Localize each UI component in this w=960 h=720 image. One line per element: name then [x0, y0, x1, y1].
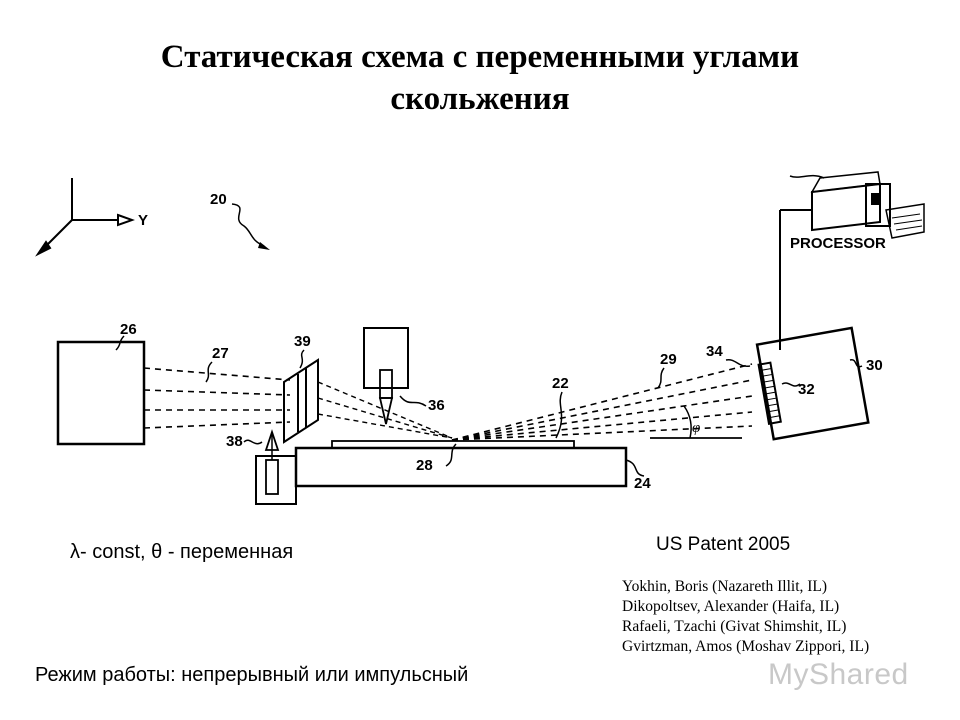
patent-label: US Patent 2005 [656, 534, 791, 555]
angle-phi [650, 405, 742, 439]
label-29: 29 [660, 351, 677, 368]
xrr-setup-diagram: Y 20 26 27 39 38 36 [35, 171, 925, 505]
author-item: Yokhin, Boris (Nazareth Illit, IL) [622, 578, 828, 595]
slide-title-line2: скольжения [390, 81, 570, 117]
slide-title-line1: Статическая схема с переменными углами [160, 39, 800, 75]
label-36: 36 [428, 397, 445, 414]
label-39: 39 [294, 333, 311, 350]
formula-line: λ- const, θ - переменная [70, 541, 293, 564]
beam-to-sample [317, 381, 453, 439]
label-24: 24 [634, 475, 651, 492]
label-28: 28 [416, 457, 433, 474]
processor-computer [789, 171, 925, 239]
stage-24 [294, 446, 628, 488]
processor-label: PROCESSOR [790, 235, 886, 252]
label-38: 38 [226, 433, 243, 450]
label-20: 20 [210, 191, 227, 208]
incident-beam-27 [143, 367, 291, 429]
label-20-leader [231, 203, 265, 247]
label-26: 26 [120, 321, 137, 338]
coordinate-axes: Y [35, 178, 148, 257]
variable-text: - переменная [162, 541, 294, 563]
author-item: Gvirtzman, Amos (Moshav Zippori, IL) [622, 638, 870, 655]
label-32: 32 [798, 381, 815, 398]
label-27: 27 [212, 345, 229, 362]
label-22: 22 [552, 375, 569, 392]
label-34: 34 [706, 343, 723, 360]
author-item: Dikopoltsev, Alexander (Haifa, IL) [622, 598, 840, 615]
author-item: Rafaeli, Tzachi (Givat Shimshit, IL) [622, 618, 847, 635]
reflected-beam-29 [451, 363, 753, 441]
axis-y-label: Y [138, 212, 148, 229]
knife-edge-36 [363, 327, 409, 425]
label-30: 30 [866, 357, 883, 374]
xray-source-26 [56, 340, 146, 446]
const-text: - const, [80, 541, 152, 563]
operation-mode-text: Режим работы: непрерывный или импульсный [35, 664, 469, 686]
watermark-logo: MyShared [768, 658, 909, 691]
optic-39 [283, 358, 319, 444]
detector-30 [755, 326, 870, 441]
theta-symbol: θ [151, 541, 163, 563]
label-phi: φ [692, 420, 700, 436]
slide-title: Статическая схема с переменными углами с… [0, 36, 960, 120]
lambda-symbol: λ [70, 541, 80, 563]
authors-list: Yokhin, Boris (Nazareth Illit, IL) Dikop… [622, 577, 869, 657]
